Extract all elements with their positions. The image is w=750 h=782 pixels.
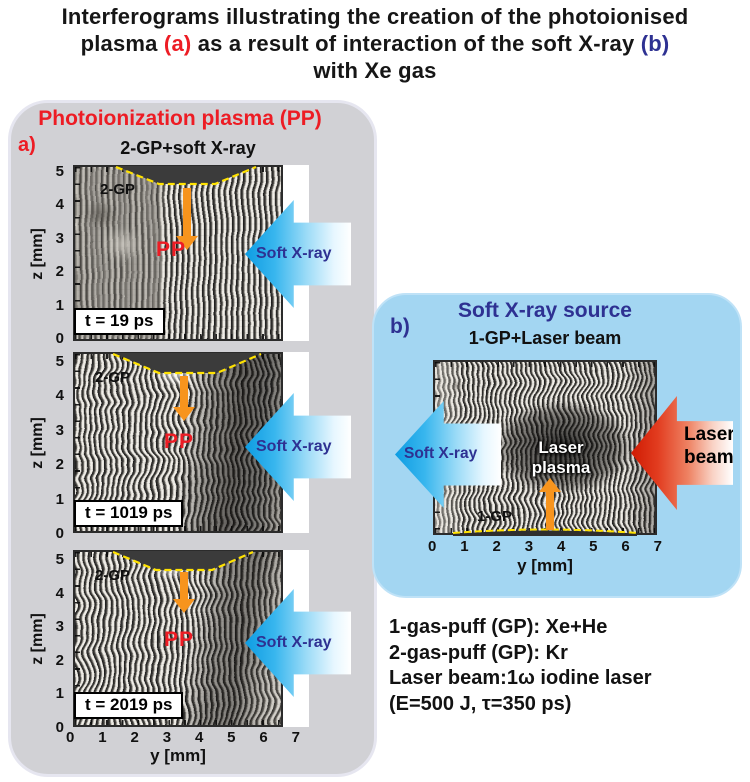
z-tick: 4 <box>55 196 64 214</box>
x-tick: 0 <box>66 729 75 746</box>
x-tick: 4 <box>194 729 204 746</box>
title-ref-a: (a) <box>163 31 192 56</box>
z-tick: 0 <box>55 524 64 542</box>
nozzle-label: 2-GP <box>95 369 131 386</box>
nozzle-label: 1-GP <box>477 508 513 525</box>
panel-a-subtitle: 2-GP+soft X-ray <box>120 138 256 158</box>
x-tick: 7 <box>653 538 662 555</box>
panel-a-label: a) <box>18 134 36 156</box>
z-axis-ticks: 5 4 3 2 1 0 <box>44 551 64 736</box>
z-tick: 4 <box>55 584 64 602</box>
z-axis-ticks: 5 4 3 2 1 0 <box>44 163 64 347</box>
x-tick: 4 <box>556 538 566 555</box>
x-tick: 6 <box>621 538 630 555</box>
z-axis-ticks: 5 4 3 2 1 0 <box>44 353 64 542</box>
tick-marks <box>75 354 80 531</box>
nozzle-icon <box>112 551 254 572</box>
figure-title: Interferograms illustrating the creation… <box>0 3 750 84</box>
x-tick: 1 <box>98 729 107 746</box>
tick-marks <box>75 552 80 725</box>
tick-marks <box>75 720 281 725</box>
tick-marks <box>75 526 281 531</box>
laser-beam-label-line2: beam <box>684 447 734 468</box>
nozzle-label: 2-GP <box>100 181 136 198</box>
z-tick: 1 <box>55 685 64 703</box>
panel-b-title: Soft X-ray source <box>458 299 632 322</box>
legend-line-3: Laser beam:1ω iodine laser <box>389 667 652 689</box>
z-tick: 1 <box>55 490 64 508</box>
laser-plasma-label-line2: plasma <box>531 458 591 477</box>
z-tick: 5 <box>55 353 64 370</box>
z-tick: 3 <box>55 618 64 636</box>
title-line2: plasma <box>80 31 164 56</box>
time-badge: t = 2019 ps <box>74 692 184 719</box>
z-tick: 4 <box>55 387 64 405</box>
tick-marks <box>435 362 655 367</box>
pp-label: PP <box>164 430 195 453</box>
x-tick: 0 <box>428 538 437 555</box>
pp-label: PP <box>156 238 187 261</box>
z-tick: 0 <box>55 329 64 347</box>
soft-xray-arrow-label: Soft X-ray <box>256 634 332 651</box>
soft-xray-arrow-label: Soft X-ray <box>256 245 332 262</box>
x-tick: 3 <box>162 729 172 746</box>
title-line1: Interferograms illustrating the creation… <box>61 4 689 29</box>
tick-marks <box>75 167 80 339</box>
x-tick: 5 <box>589 538 598 555</box>
y-axis-ticks: 0 1 2 3 4 5 6 7 <box>66 729 300 746</box>
x-tick: 7 <box>291 729 300 746</box>
time-badge: t = 19 ps <box>74 308 165 335</box>
z-tick: 2 <box>55 651 64 669</box>
x-tick: 6 <box>259 729 268 746</box>
title-ref-b: (b) <box>640 31 670 56</box>
laser-beam-label-line1: Laser <box>684 424 735 445</box>
x-tick: 5 <box>227 729 236 746</box>
laser-plasma-label: Laser plasma <box>521 438 601 478</box>
soft-xray-arrow-label: Soft X-ray <box>404 445 478 462</box>
title-line2-mid: as a result of interaction of the soft X… <box>191 31 641 56</box>
panel-a-title: Photoionization plasma (PP) <box>38 107 322 130</box>
z-tick: 3 <box>55 421 64 439</box>
panel-b-label: b) <box>390 315 410 338</box>
soft-xray-arrow-label: Soft X-ray <box>256 438 332 455</box>
z-tick: 3 <box>55 229 64 247</box>
nozzle-icon <box>115 166 257 186</box>
z-tick: 1 <box>55 296 64 314</box>
tick-marks <box>75 334 281 339</box>
legend-block: 1-gas-puff (GP): Xe+He 2-gas-puff (GP): … <box>389 615 745 717</box>
z-tick: 5 <box>55 163 64 180</box>
x-tick: 3 <box>524 538 534 555</box>
x-tick: 2 <box>492 538 501 555</box>
pp-label: PP <box>164 628 195 651</box>
x-tick: 1 <box>460 538 469 555</box>
laser-beam-arrow-label: Laser beam <box>684 423 735 469</box>
time-badge: t = 1019 ps <box>74 500 184 527</box>
y-axis-ticks: 0 1 2 3 4 5 6 7 <box>428 538 662 555</box>
legend-line-2: 2-gas-puff (GP): Kr <box>389 641 568 664</box>
z-tick: 0 <box>55 718 64 736</box>
z-tick: 5 <box>55 551 64 568</box>
panel-b-subtitle: 1-GP+Laser beam <box>468 328 622 348</box>
title-line3: with Xe gas <box>313 58 437 83</box>
nozzle-label: 2-GP <box>95 567 131 584</box>
nozzle-icon <box>112 353 262 375</box>
x-tick: 2 <box>130 729 139 746</box>
legend-line-1: 1-gas-puff (GP): Xe+He <box>389 616 608 638</box>
legend-line-4: (E=500 J, τ=350 ps) <box>389 692 572 715</box>
laser-plasma-label-line1: Laser <box>538 438 584 457</box>
z-tick: 2 <box>55 263 64 281</box>
x-axis-label: y [mm] <box>150 746 206 765</box>
x-axis-label: y [mm] <box>517 556 573 575</box>
nozzle-icon <box>452 528 638 536</box>
z-tick: 2 <box>55 456 64 474</box>
